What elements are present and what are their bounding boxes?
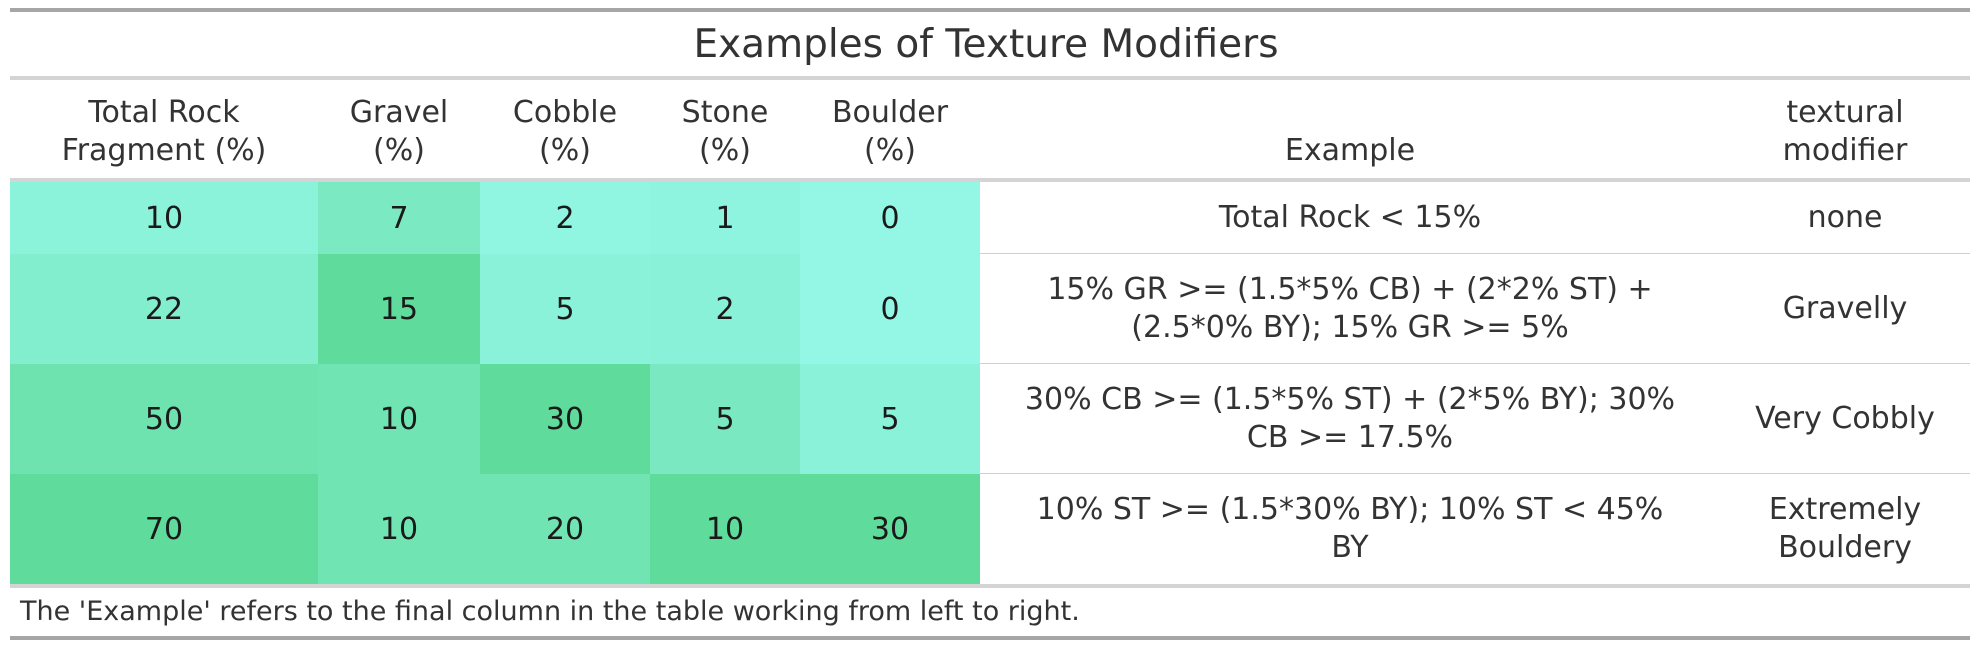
cell-stone-row-3: 5 (650, 364, 800, 474)
cell-boulder-row-3: 5 (800, 364, 980, 474)
header-stone: Stone(%) (681, 95, 769, 168)
cell-modifier-row-3: Very Cobbly (1755, 400, 1935, 436)
row-separator (980, 473, 1970, 474)
bottom-rule (10, 636, 1970, 640)
cell-total-rock-row-3: 50 (10, 364, 318, 474)
cell-modifier-row-1: none (1807, 199, 1883, 235)
cell-cobble-row-4: 20 (480, 474, 650, 584)
header-rule (10, 178, 1970, 182)
header-gravel: Gravel(%) (349, 95, 449, 168)
cell-stone-row-2: 2 (650, 254, 800, 364)
cell-gravel-row-3: 10 (318, 364, 480, 474)
cell-example-row-2: 15% GR >= (1.5*5% CB) + (2*2% ST) +(2.5*… (1047, 271, 1653, 345)
cell-boulder-row-4: 30 (800, 474, 980, 584)
table-title: Examples of Texture Modifiers (693, 22, 1279, 67)
cell-example-row-1: Total Rock < 15% (1218, 199, 1482, 235)
header-cobble: Cobble(%) (512, 95, 618, 168)
cell-boulder-row-2: 0 (800, 254, 980, 364)
cell-modifier-row-2: Gravelly (1782, 290, 1908, 326)
cell-example-row-4: 10% ST >= (1.5*30% BY); 10% ST < 45%BY (1036, 492, 1664, 565)
cell-stone-row-1: 1 (650, 182, 800, 254)
cell-gravel-row-2: 15 (318, 254, 480, 364)
header-example: Example (1284, 133, 1416, 168)
cell-stone-row-4: 10 (650, 474, 800, 584)
cell-cobble-row-1: 2 (480, 182, 650, 254)
cell-cobble-row-3: 30 (480, 364, 650, 474)
body-rule (10, 584, 1970, 588)
row-separator (980, 253, 1970, 254)
cell-total-rock-row-4: 70 (10, 474, 318, 584)
row-separator (980, 363, 1970, 364)
cell-example-row-3: 30% CB >= (1.5*5% ST) + (2*5% BY); 30%CB… (1024, 381, 1676, 455)
header-boulder: Boulder(%) (831, 95, 949, 168)
cell-gravel-row-4: 10 (318, 474, 480, 584)
cell-gravel-row-1: 7 (318, 182, 480, 254)
cell-total-rock-row-1: 10 (10, 182, 318, 254)
cell-boulder-row-1: 0 (800, 182, 980, 254)
footnote: The 'Example' refers to the final column… (20, 596, 1080, 627)
cell-cobble-row-2: 5 (480, 254, 650, 364)
top-rule (10, 8, 1970, 12)
title-rule (10, 76, 1970, 80)
cell-total-rock-row-2: 22 (10, 254, 318, 364)
